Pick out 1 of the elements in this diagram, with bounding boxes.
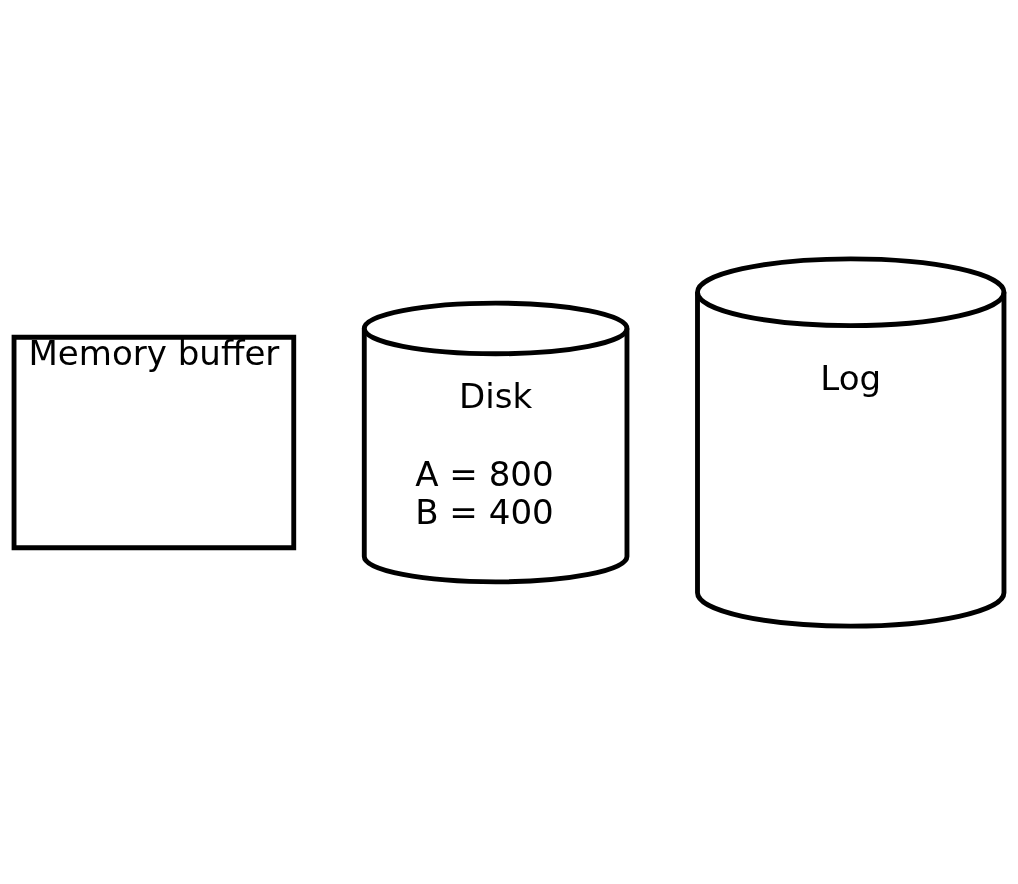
node-box: Memory buffer (11, 334, 297, 550)
